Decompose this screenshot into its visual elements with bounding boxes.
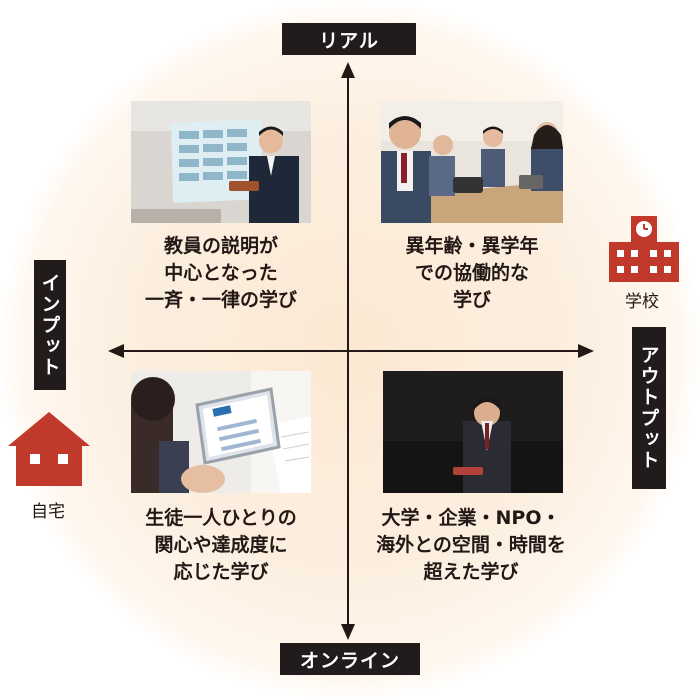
quadrant-text-online-output: 大学・企業・NPO・ 海外との空間・時間を 超えた学び: [358, 505, 584, 586]
school-icon: [607, 214, 681, 286]
home-label: 自宅: [31, 502, 65, 522]
quadrant-line: 超えた学び: [423, 561, 519, 583]
quadrant-line: 一斉・一律の学び: [144, 289, 297, 311]
arrow-right: [578, 344, 594, 358]
photo-teacher-lecture: [131, 101, 311, 223]
quadrant-line: 学び: [452, 289, 491, 311]
arrow-up: [341, 62, 355, 78]
quadrant-line: 中心となった: [164, 262, 278, 284]
quadrant-text-real-input: 教員の説明が 中心となった 一斉・一律の学び: [120, 233, 322, 314]
quadrant-text-online-input: 生徒一人ひとりの 関心や達成度に 応じた学び: [118, 505, 324, 586]
school-label: 学校: [625, 292, 659, 312]
quadrant-text-real-output: 異年齢・異学年 での協働的な 学び: [372, 233, 572, 314]
quadrant-line: 生徒一人ひとりの: [145, 507, 297, 529]
photo-students-collaborating: [381, 101, 563, 223]
quadrant-line: での協働的な: [414, 262, 529, 284]
photo-student-presentation: [383, 371, 563, 493]
home-icon: [6, 410, 92, 492]
axis-label-real: リアル: [282, 23, 416, 55]
axis-label-input: インプット: [34, 260, 66, 390]
arrow-down: [341, 624, 355, 640]
axis-label-online: オンライン: [280, 643, 420, 675]
quadrant-line: 海外との空間・時間を: [376, 534, 566, 556]
quadrant-line: 教員の説明が: [163, 235, 278, 257]
axis-label-output: アウトプット: [632, 327, 666, 489]
quadrant-line: 応じた学び: [173, 561, 269, 583]
photo-tablet-learning: [131, 371, 311, 493]
quadrant-line: 関心や達成度に: [154, 534, 288, 556]
arrow-left: [108, 344, 124, 358]
quadrant-line: 異年齢・異学年: [405, 235, 539, 257]
quadrant-line: 大学・企業・NPO・: [381, 507, 561, 529]
